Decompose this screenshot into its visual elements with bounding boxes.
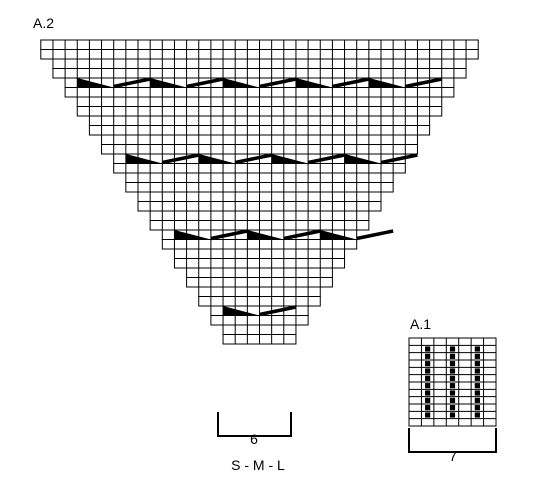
- decrease-triangle-icon: [174, 230, 211, 240]
- chart-a1-grid: [408, 337, 497, 427]
- filled-square-icon: [449, 383, 456, 389]
- decrease-bar-icon: [259, 77, 297, 89]
- decrease-triangle-icon: [247, 230, 284, 240]
- decrease-triangle-icon: [77, 78, 114, 88]
- decrease-triangle-icon: [150, 78, 187, 88]
- filled-square-icon: [449, 361, 456, 367]
- decrease-bar-icon: [234, 153, 273, 165]
- decrease-bar-icon: [404, 77, 443, 89]
- filled-square-icon: [449, 346, 456, 352]
- filled-square-icon: [449, 397, 456, 403]
- chart-a1-title: A.1: [410, 316, 431, 332]
- decrease-bar-icon: [113, 77, 151, 89]
- decrease-triangle-icon: [223, 78, 260, 88]
- filled-square-icon: [474, 375, 480, 381]
- chart-a2-symbols: [77, 77, 443, 317]
- filled-square-icon: [425, 397, 431, 403]
- filled-square-icon: [425, 375, 431, 381]
- filled-square-icon: [425, 405, 431, 411]
- filled-square-icon: [474, 405, 480, 411]
- filled-square-icon: [474, 412, 480, 418]
- decrease-bar-icon: [356, 229, 394, 241]
- decrease-bar-icon: [161, 153, 200, 165]
- filled-square-icon: [449, 405, 456, 411]
- filled-square-icon: [425, 346, 431, 352]
- chart-a1-repeat-bracket: [408, 428, 497, 453]
- chart-a2-repeat-label: 6: [250, 431, 258, 447]
- filled-square-icon: [449, 412, 456, 418]
- filled-square-icon: [449, 375, 456, 381]
- chart-a2-repeat-bracket: [217, 412, 292, 437]
- decrease-bar-icon: [283, 229, 321, 241]
- decrease-triangle-icon: [344, 154, 381, 164]
- decrease-bar-icon: [380, 153, 418, 165]
- chart-a2-size-label: S - M - L: [231, 457, 285, 473]
- filled-square-icon: [474, 397, 480, 403]
- filled-square-icon: [474, 361, 480, 367]
- decrease-triangle-icon: [368, 78, 406, 88]
- filled-square-icon: [474, 353, 480, 359]
- filled-square-icon: [425, 390, 431, 396]
- decrease-bar-icon: [307, 153, 345, 165]
- filled-square-icon: [474, 383, 480, 389]
- filled-square-icon: [449, 390, 456, 396]
- decrease-triangle-icon: [223, 306, 260, 316]
- decrease-triangle-icon: [295, 78, 333, 88]
- filled-square-icon: [474, 368, 480, 374]
- filled-square-icon: [425, 361, 431, 367]
- chart-a1-repeat-label: 7: [449, 448, 457, 464]
- filled-square-icon: [425, 368, 431, 374]
- decrease-bar-icon: [210, 229, 248, 241]
- chart-a2-title: A.2: [33, 15, 54, 31]
- decrease-triangle-icon: [125, 154, 163, 164]
- filled-square-icon: [425, 412, 431, 418]
- decrease-triangle-icon: [320, 230, 357, 240]
- filled-square-icon: [449, 353, 456, 359]
- decrease-bar-icon: [259, 305, 297, 317]
- filled-square-icon: [425, 353, 431, 359]
- decrease-bar-icon: [332, 77, 370, 89]
- chart-a2-grid: [40, 39, 479, 345]
- filled-square-icon: [425, 383, 431, 389]
- decrease-triangle-icon: [271, 154, 309, 164]
- decrease-bar-icon: [186, 77, 224, 89]
- filled-square-icon: [449, 368, 456, 374]
- filled-square-icon: [474, 390, 480, 396]
- filled-square-icon: [474, 346, 480, 352]
- decrease-triangle-icon: [198, 154, 236, 164]
